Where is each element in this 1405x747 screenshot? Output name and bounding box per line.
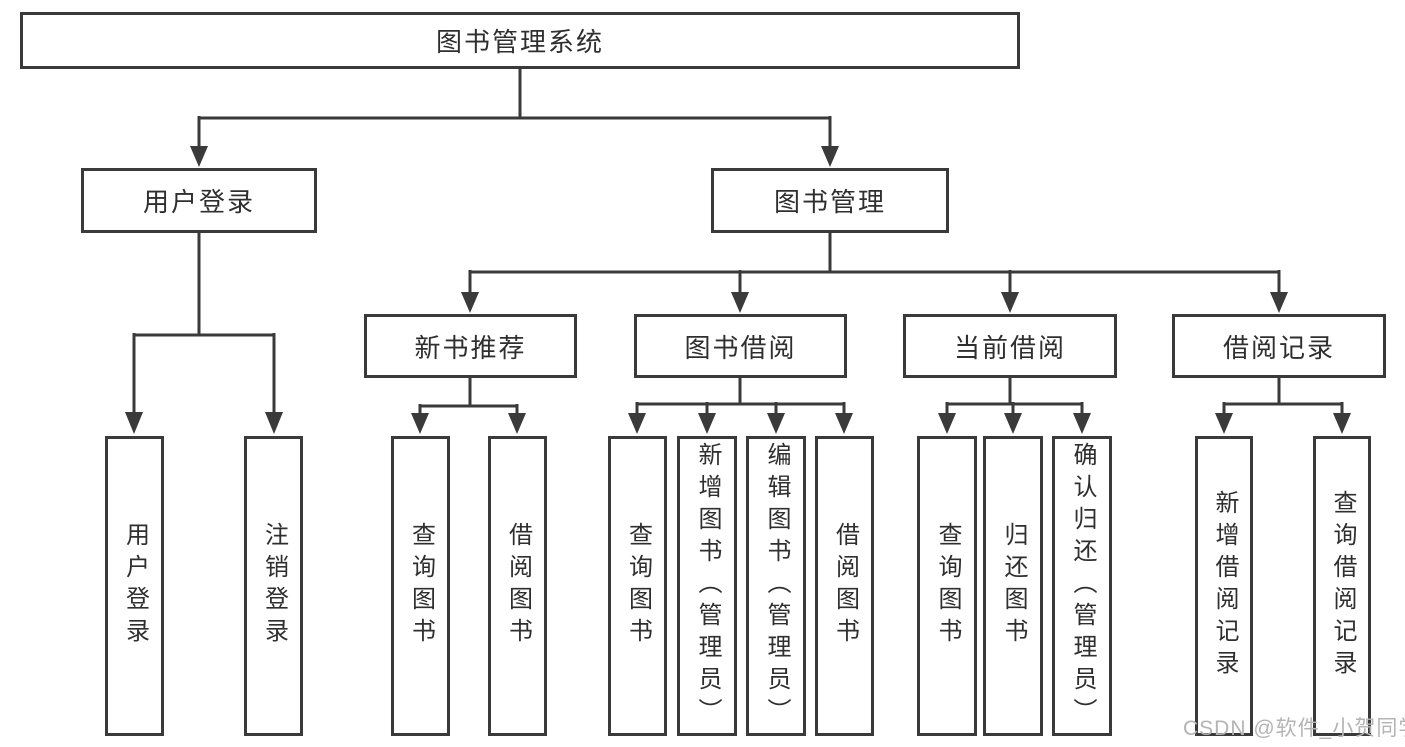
- leaf-cur-return-books-label: 归还图书: [1000, 522, 1027, 650]
- connector-book-management-to-modules: [461, 233, 1288, 313]
- node-book-management: 图书管理: [711, 168, 949, 233]
- leaf-log-query-record-label: 查询借阅记录: [1329, 490, 1356, 682]
- leaf-cur-confirm-return-label: 确认归还（管理员）: [1069, 442, 1096, 730]
- node-new-book-rec-label: 新书推荐: [414, 332, 527, 363]
- connector-user-login-to-leaves: [125, 233, 283, 434]
- leaf-log-query-record: 查询借阅记录: [1313, 436, 1371, 736]
- node-book-borrow: 图书借阅: [634, 314, 847, 378]
- leaf-bor-add-books: 新增图书（管理员）: [677, 436, 737, 736]
- node-borrow-records: 借阅记录: [1172, 314, 1386, 378]
- leaf-user-login-label: 用户登录: [121, 522, 149, 650]
- leaf-bor-edit-books-label: 编辑图书（管理员）: [763, 442, 790, 730]
- node-root-label: 图书管理系统: [435, 27, 604, 57]
- connector-current-borrow-to-leaves: [938, 378, 1091, 434]
- leaf-bor-edit-books: 编辑图书（管理员）: [746, 436, 806, 736]
- connector-borrow-records-to-leaves: [1215, 378, 1351, 434]
- leaf-logout-label: 注销登录: [260, 522, 288, 650]
- leaf-bor-borrow-books: 借阅图书: [815, 436, 874, 736]
- leaf-rec-borrow-books-label: 借阅图书: [504, 522, 532, 650]
- leaf-rec-borrow-books: 借阅图书: [488, 436, 547, 736]
- node-borrow-records-label: 借阅记录: [1222, 332, 1335, 363]
- connector-root-to-level2: [190, 68, 839, 167]
- node-root: 图书管理系统: [20, 12, 1020, 69]
- leaf-logout: 注销登录: [244, 436, 303, 736]
- leaf-cur-confirm-return: 确认归还（管理员）: [1052, 436, 1112, 736]
- leaf-bor-add-books-label: 新增图书（管理员）: [694, 442, 721, 730]
- leaf-bor-query-books-label: 查询图书: [624, 522, 652, 650]
- node-current-borrow-label: 当前借阅: [953, 332, 1066, 363]
- leaf-cur-query-books-label: 查询图书: [934, 522, 961, 650]
- connector-new-book-rec-to-leaves: [411, 378, 526, 434]
- node-current-borrow: 当前借阅: [903, 314, 1117, 378]
- csdn-watermark: CSDN @软件_小贺同学: [1183, 717, 1405, 740]
- leaf-log-add-record: 新增借阅记录: [1195, 436, 1253, 736]
- leaf-log-add-record-label: 新增借阅记录: [1211, 490, 1238, 682]
- node-book-borrow-label: 图书借阅: [684, 332, 797, 363]
- leaf-rec-query-books: 查询图书: [391, 436, 450, 736]
- leaf-user-login: 用户登录: [105, 436, 164, 736]
- node-new-book-rec: 新书推荐: [364, 314, 577, 378]
- node-book-management-label: 图书管理: [773, 187, 886, 217]
- node-user-login: 用户登录: [81, 168, 317, 233]
- leaf-cur-query-books: 查询图书: [917, 436, 977, 736]
- connector-book-borrow-to-leaves: [628, 378, 853, 434]
- leaf-bor-query-books: 查询图书: [608, 436, 667, 736]
- leaf-bor-borrow-books-label: 借阅图书: [831, 522, 859, 650]
- leaf-cur-return-books: 归还图书: [983, 436, 1043, 736]
- leaf-rec-query-books-label: 查询图书: [407, 522, 435, 650]
- node-user-login-label: 用户登录: [142, 187, 255, 217]
